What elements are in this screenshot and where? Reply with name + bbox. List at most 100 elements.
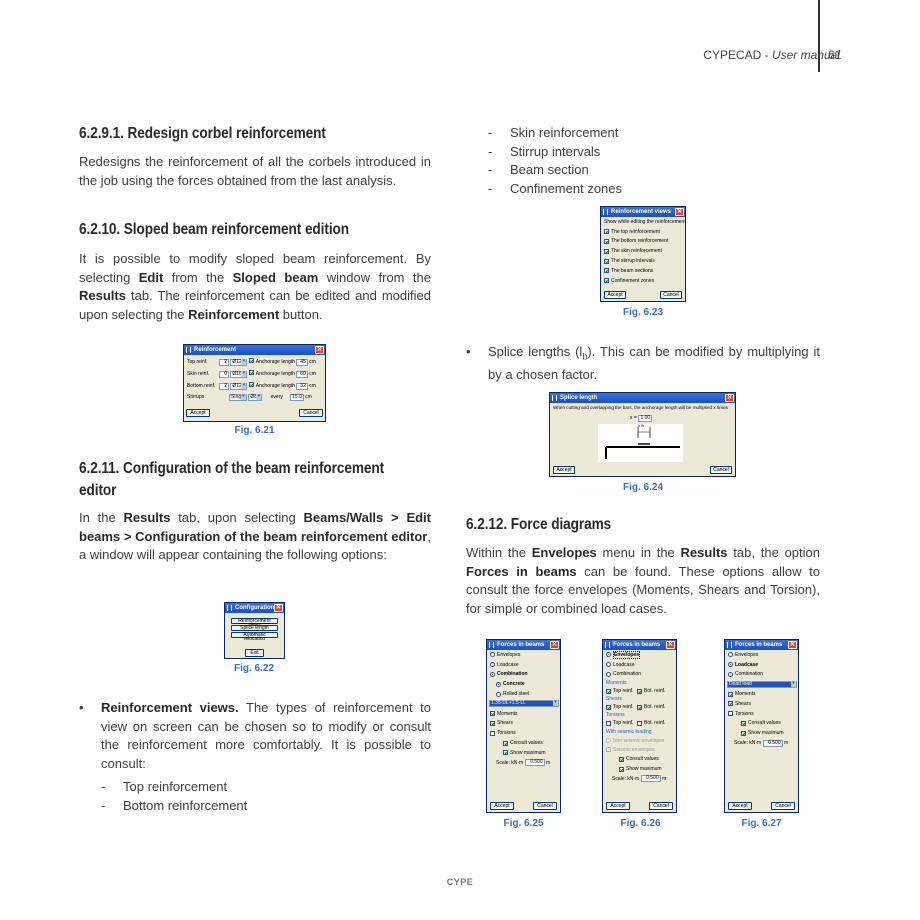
check-moments[interactable]: Moments <box>725 689 798 699</box>
count-field[interactable]: 2 <box>219 359 229 366</box>
anchorage-checkbox[interactable] <box>248 370 254 375</box>
check-consult-values[interactable]: Consult values <box>603 754 676 764</box>
radio-envelopes[interactable]: Envelopes <box>487 650 560 660</box>
radio[interactable] <box>496 691 501 697</box>
checkbox[interactable] <box>741 730 746 736</box>
accept-button[interactable]: Accept <box>606 802 630 810</box>
diameter-select[interactable]: Ø16 <box>230 371 248 378</box>
check-shears[interactable]: Shears <box>487 719 560 729</box>
reinforcement-views-button[interactable]: Reinforcement views <box>231 618 278 628</box>
close-icon[interactable]: ✕ <box>788 641 797 649</box>
radio[interactable] <box>728 652 733 658</box>
view-option[interactable]: The stirrup intervals <box>601 256 685 266</box>
view-option[interactable]: The skin reinforcement <box>601 246 685 256</box>
radio-envelopes[interactable]: Envelopes <box>725 650 798 660</box>
checkbox[interactable] <box>728 691 733 697</box>
checkbox[interactable] <box>637 704 642 710</box>
cancel-button[interactable]: Cancel <box>533 802 557 810</box>
checkbox[interactable] <box>637 688 642 694</box>
accept-button[interactable]: Accept <box>604 291 626 299</box>
checkbox[interactable] <box>604 229 609 235</box>
count-field[interactable]: 2 <box>219 383 229 390</box>
radio[interactable] <box>606 652 611 658</box>
radio[interactable] <box>606 738 611 744</box>
radio[interactable] <box>606 671 611 677</box>
checkbox[interactable] <box>606 688 611 694</box>
close-icon[interactable]: ✕ <box>315 346 324 354</box>
radio[interactable] <box>490 671 495 677</box>
accept-button[interactable]: Accept <box>553 466 575 474</box>
close-icon[interactable]: ✕ <box>550 641 559 649</box>
stirrup-diameter-select[interactable]: Ø8 <box>248 394 263 401</box>
factor-field[interactable]: 1.00 <box>638 415 653 422</box>
checkbox[interactable] <box>490 730 495 736</box>
check-show-maximum[interactable]: Show maximum <box>603 764 676 774</box>
radio-seismic-envelopes[interactable]: Seismic envelopes <box>603 745 676 754</box>
checkbox[interactable] <box>637 720 642 726</box>
checkbox[interactable] <box>604 238 609 244</box>
radio[interactable] <box>496 681 501 687</box>
checkbox[interactable] <box>606 720 611 726</box>
cancel-button[interactable]: Cancel <box>660 291 682 299</box>
view-option[interactable]: The top reinforcement <box>601 227 685 237</box>
checkbox[interactable] <box>728 701 733 707</box>
check-show-maximum[interactable]: Show maximum <box>725 728 798 738</box>
cancel-button[interactable]: Cancel <box>771 802 795 810</box>
stirrup-type-select[interactable]: Single <box>229 394 247 401</box>
diameter-select[interactable]: Ø12 <box>230 383 248 390</box>
scale-field[interactable]: 0.500 <box>762 739 783 747</box>
close-icon[interactable]: ✕ <box>675 208 684 216</box>
view-option[interactable]: Confinement zones <box>601 276 685 286</box>
anchorage-checkbox[interactable] <box>248 382 254 387</box>
checkbox[interactable] <box>619 766 624 772</box>
splice-length-button[interactable]: Splice length <box>231 625 278 631</box>
radio[interactable] <box>606 662 611 668</box>
radio-concrete[interactable]: Concrete <box>487 679 560 689</box>
checkbox[interactable] <box>490 720 495 726</box>
check-consult-values[interactable]: Consult values <box>487 738 560 748</box>
loadcase-select[interactable]: Dead load <box>727 680 797 688</box>
cancel-button[interactable]: Cancel <box>299 409 323 417</box>
radio-rolled-steel[interactable]: Rolled steel <box>487 689 560 699</box>
length-field[interactable]: 32 <box>295 383 308 390</box>
checkbox[interactable] <box>604 248 609 254</box>
radio[interactable] <box>728 662 733 668</box>
view-option[interactable]: The bottom reinforcement <box>601 237 685 247</box>
checkbox[interactable] <box>503 740 508 746</box>
scale-field[interactable]: 0.500 <box>524 759 545 767</box>
close-icon[interactable]: ✕ <box>725 394 734 402</box>
check-show-maximum[interactable]: Show maximum <box>487 748 560 758</box>
combination-select[interactable]: 1.35·DL+1.5·LL <box>489 700 559 708</box>
radio-non-seismic[interactable]: Non seismic envelopes <box>603 736 676 745</box>
radio-loadcase[interactable]: Loadcase <box>725 660 798 670</box>
checkbox[interactable] <box>604 258 609 264</box>
cancel-button[interactable]: Cancel <box>710 466 732 474</box>
check-consult-values[interactable]: Consult values <box>725 719 798 729</box>
radio-combination[interactable]: Combination <box>725 670 798 680</box>
checkbox[interactable] <box>606 704 611 710</box>
checkbox[interactable] <box>606 747 611 753</box>
checkbox[interactable] <box>619 756 624 762</box>
checkbox[interactable] <box>604 278 609 284</box>
diameter-select[interactable]: Ø12 <box>230 359 248 366</box>
view-option[interactable]: The beam sections <box>601 266 685 276</box>
radio-loadcase[interactable]: Loadcase <box>603 660 676 670</box>
close-icon[interactable]: ✕ <box>666 641 675 649</box>
checkbox[interactable] <box>741 720 746 726</box>
checkbox[interactable] <box>604 268 609 274</box>
count-field[interactable]: 0 <box>219 371 229 378</box>
radio-loadcase[interactable]: Loadcase <box>487 660 560 670</box>
automatic-relocation-button[interactable]: Automatic relocation <box>231 632 278 642</box>
length-field[interactable]: 45 <box>295 359 308 366</box>
accept-button[interactable]: Accept <box>490 802 514 810</box>
radio-combination[interactable]: Combination <box>603 670 676 680</box>
accept-button[interactable]: Accept <box>186 409 210 417</box>
exit-button[interactable]: Exit <box>245 649 264 657</box>
radio-envelopes[interactable]: Envelopes <box>603 650 676 660</box>
check-moments[interactable]: Moments <box>487 709 560 719</box>
anchorage-checkbox[interactable] <box>248 358 254 363</box>
scale-field[interactable]: 0.500 <box>640 775 661 783</box>
spacing-field[interactable]: 15.0 <box>289 394 304 401</box>
checkbox[interactable] <box>490 711 495 717</box>
checkbox[interactable] <box>503 750 508 756</box>
